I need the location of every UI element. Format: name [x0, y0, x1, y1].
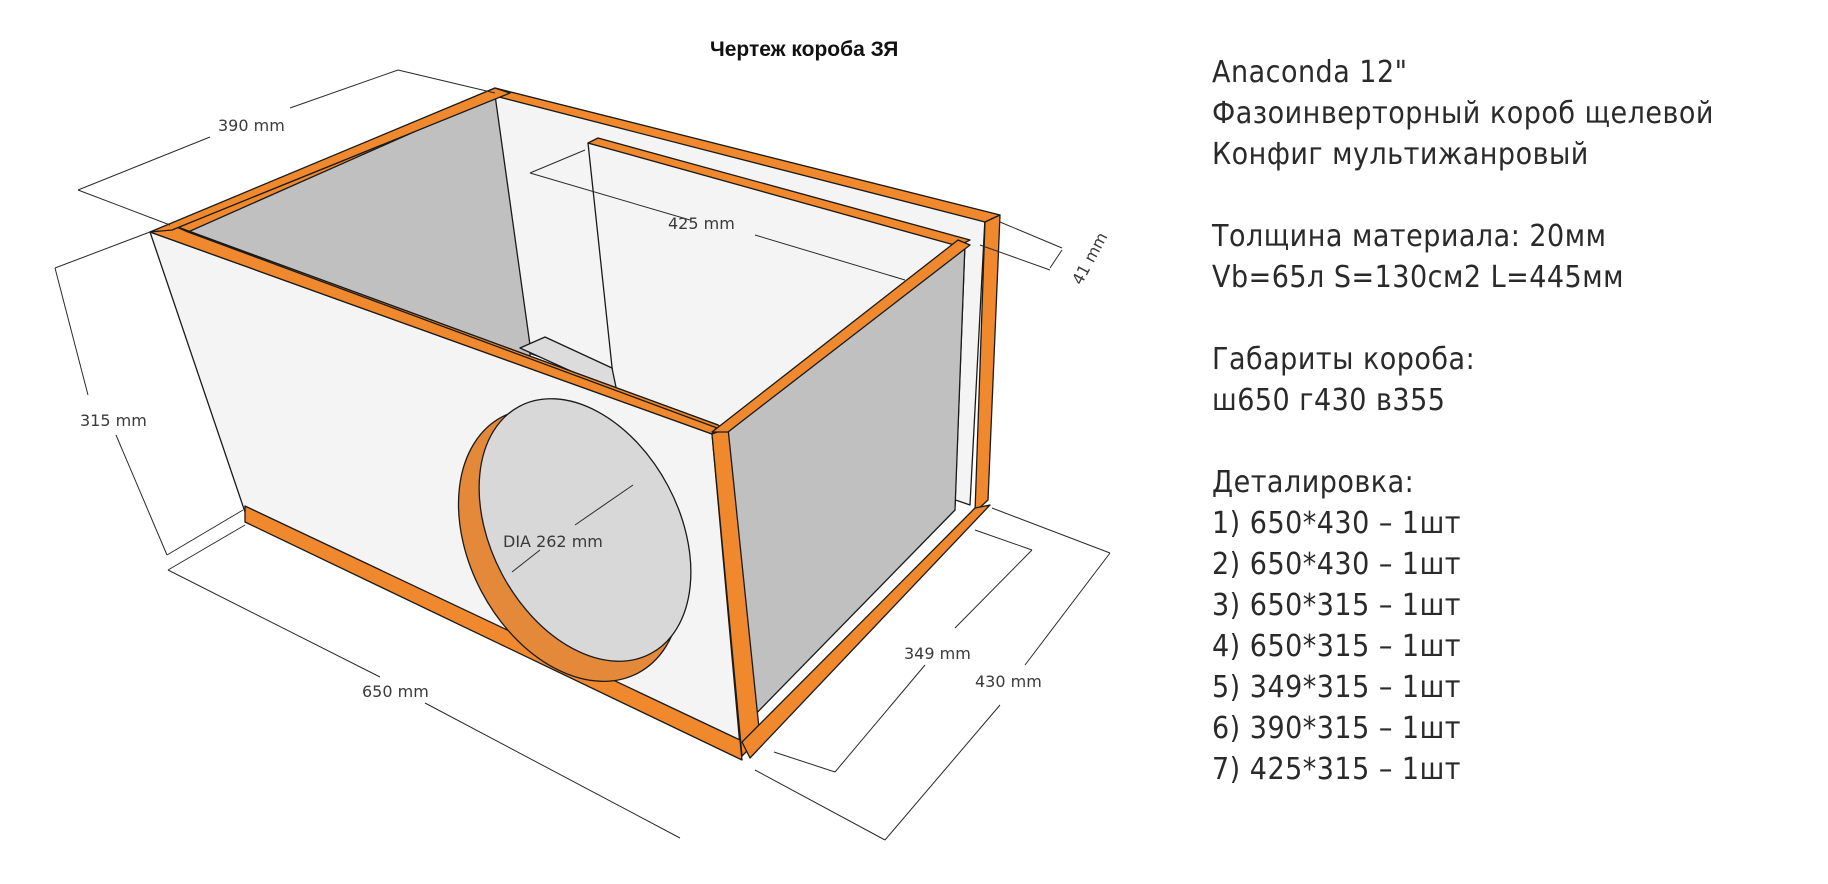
- part-item: 6) 390*315 – 1шт: [1212, 711, 1461, 746]
- spec-material: Толщина материала: 20мм: [1212, 219, 1607, 254]
- spec-parts-heading: Деталировка:: [1212, 465, 1415, 500]
- spec-config: Конфиг мультижанровый: [1212, 137, 1589, 172]
- spec-model: Anaconda 12": [1212, 55, 1408, 90]
- dim-349: 349 mm: [904, 644, 971, 663]
- part-item: 4) 650*315 – 1шт: [1212, 629, 1461, 664]
- dim-390: 390 mm: [218, 116, 285, 135]
- spec-size-heading: Габариты короба:: [1212, 342, 1476, 377]
- dim-315: 315 mm: [80, 411, 147, 430]
- part-item: 1) 650*430 – 1шт: [1212, 506, 1461, 541]
- dim-425: 425 mm: [668, 214, 735, 233]
- speaker-cutout: [457, 398, 692, 683]
- back-wall-right-edge: [974, 214, 1001, 513]
- part-item: 7) 425*315 – 1шт: [1212, 752, 1461, 787]
- dim-430: 430 mm: [975, 672, 1042, 691]
- part-item: 5) 349*315 – 1шт: [1212, 670, 1461, 705]
- spec-size-value: ш650 г430 в355: [1212, 383, 1446, 418]
- port-divider-top-edge: [587, 137, 971, 247]
- dim-650: 650 mm: [362, 682, 429, 701]
- right-bottom-edge: [741, 504, 991, 759]
- part-item: 3) 650*315 – 1шт: [1212, 588, 1461, 623]
- dim-41: 41 mm: [1068, 229, 1111, 288]
- part-item: 2) 650*430 – 1шт: [1212, 547, 1461, 582]
- spec-block: Anaconda 12" Фазоинверторный короб щелев…: [1212, 52, 1714, 790]
- spec-box-type: Фазоинверторный короб щелевой: [1212, 96, 1714, 131]
- dim-dia: DIA 262 mm: [503, 532, 603, 551]
- drawing-title: Чертеж короба ЗЯ: [710, 38, 899, 61]
- right-top-edge: [711, 239, 971, 433]
- left-top-edge: [149, 87, 511, 233]
- dimension-lines: [54, 69, 1111, 841]
- spec-params: Vb=65л S=130см2 L=445мм: [1212, 260, 1624, 295]
